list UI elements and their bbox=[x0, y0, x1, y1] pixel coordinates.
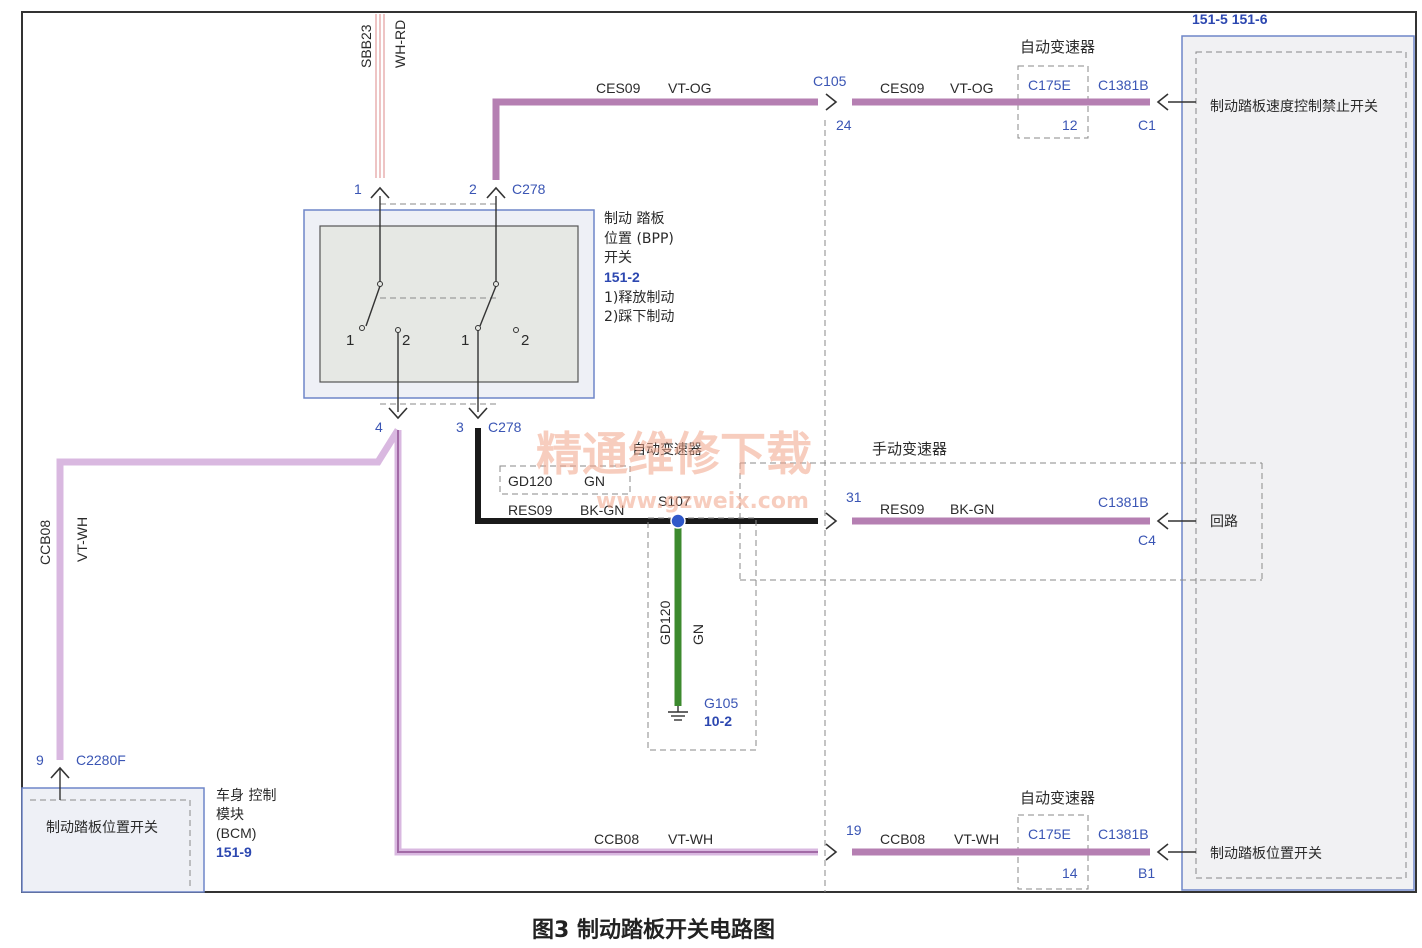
bpp-contact-2b: 2 bbox=[521, 332, 529, 349]
bpp-name-line2: 位置 (BPP) bbox=[604, 231, 674, 247]
bpp-name-line3: 开关 bbox=[604, 250, 632, 266]
ces-left-color: VT-OG bbox=[668, 80, 712, 96]
pcm-b1-mark bbox=[1156, 843, 1169, 861]
bcm-connector: C2280F bbox=[76, 752, 126, 768]
manual-title-right: 手动变速器 bbox=[872, 440, 947, 458]
bcm-ref: 151-9 bbox=[216, 844, 252, 860]
figure-caption: 图3 制动踏板开关电路图 bbox=[532, 917, 775, 943]
pcm-func-brake-speed: 制动踏板速度控制禁止开关 bbox=[1210, 99, 1378, 115]
bpp-note2: 2)踩下制动 bbox=[604, 309, 674, 325]
mid-pcm-conn: C1381B bbox=[1098, 494, 1149, 510]
auto-trans-top-pcm-conn: C1381B bbox=[1098, 77, 1149, 93]
bpp-ref: 151-2 bbox=[604, 269, 640, 285]
ground-ref: 10-2 bbox=[704, 713, 732, 729]
connector-c278-top bbox=[370, 186, 506, 199]
manual-gd-color: GN bbox=[584, 473, 605, 489]
ground-symbol bbox=[668, 706, 688, 721]
auto-trans-top-pcm-pin: C1 bbox=[1138, 117, 1156, 133]
c105-label: C105 bbox=[813, 73, 847, 89]
auto-trans-bottom-pin: 14 bbox=[1062, 865, 1078, 881]
supply-wire-sbb23 bbox=[375, 14, 385, 178]
c105-pin24-mark bbox=[825, 93, 838, 111]
bpp-contact-2a: 2 bbox=[402, 332, 410, 349]
pcm-c4-mark bbox=[1156, 512, 1169, 530]
wire-ccb08-left bbox=[56, 428, 401, 760]
gd-wire-circuit: GD120 bbox=[657, 600, 673, 645]
res-right-color: BK-GN bbox=[950, 501, 994, 517]
bcm-func: 制动踏板位置开关 bbox=[46, 820, 158, 836]
pin-4: 4 bbox=[375, 419, 383, 435]
pin-3: 3 bbox=[456, 419, 464, 435]
bcm-name-line1: 车身 控制 bbox=[216, 787, 276, 804]
pcm-c1-mark bbox=[1156, 93, 1169, 111]
supply-circuit-label: SBB23 bbox=[358, 24, 374, 68]
gd-wire-color: GN bbox=[690, 624, 706, 645]
wire-ccb08-bottom-overlay bbox=[397, 430, 818, 853]
auto-trans-bottom-title: 自动变速器 bbox=[1020, 789, 1095, 807]
wire-res09 bbox=[475, 428, 818, 524]
res-right-circuit: RES09 bbox=[880, 501, 925, 517]
pcm-ref: 151-5 151-6 bbox=[1192, 11, 1268, 27]
res-left-color: BK-GN bbox=[580, 502, 624, 518]
auto-trans-top-conn: C175E bbox=[1028, 77, 1071, 93]
watermark-cn: 精通维修下载 bbox=[536, 427, 812, 481]
bcm-pin: 9 bbox=[36, 752, 44, 768]
splice-label: S107 bbox=[658, 493, 691, 509]
ccb-left-color: VT-WH bbox=[74, 517, 90, 562]
bpp-switch-box bbox=[303, 196, 595, 412]
pcm-func-bpp: 制动踏板位置开关 bbox=[1210, 846, 1322, 862]
manual-title-left: 自动变速器 bbox=[632, 442, 702, 458]
auto-trans-bottom-pcm-pin: B1 bbox=[1138, 865, 1155, 881]
ces-left-circuit: CES09 bbox=[596, 80, 641, 96]
auto-trans-bottom-conn: C175E bbox=[1028, 826, 1071, 842]
auto-trans-bottom-pcm-conn: C1381B bbox=[1098, 826, 1149, 842]
auto-trans-top-pin: 12 bbox=[1062, 117, 1078, 133]
bcm-module bbox=[21, 766, 205, 893]
ccb-right-color: VT-WH bbox=[954, 831, 999, 847]
pin4-mark bbox=[388, 407, 408, 420]
bcm-name-line2: 模块 bbox=[216, 807, 244, 823]
c105-pin31-mark bbox=[825, 512, 838, 530]
c105-pin19-mark bbox=[825, 843, 838, 861]
ground-label: G105 bbox=[704, 695, 738, 711]
pin-1: 1 bbox=[354, 181, 362, 197]
auto-trans-top-title: 自动变速器 bbox=[1020, 38, 1095, 56]
pcm-func-loop: 回路 bbox=[1210, 514, 1238, 530]
mid-pcm-pin: C4 bbox=[1138, 532, 1156, 548]
supply-color-label: WH-RD bbox=[392, 20, 408, 68]
pin-2: 2 bbox=[469, 181, 477, 197]
wire-ces09 bbox=[492, 98, 818, 180]
c278-top-label: C278 bbox=[512, 181, 546, 197]
bcm-name-line3: (BCM) bbox=[216, 825, 256, 841]
watermark-url: www.gzweix.com bbox=[596, 489, 809, 514]
pin3-mark bbox=[468, 407, 488, 420]
c105-pin31: 31 bbox=[846, 489, 862, 505]
splice-s107 bbox=[670, 513, 686, 529]
bpp-name-line1: 制动 踏板 bbox=[604, 211, 664, 227]
bpp-contact-1a: 1 bbox=[346, 332, 354, 349]
ccb-bottom-color: VT-WH bbox=[668, 831, 713, 847]
bpp-contact-1b: 1 bbox=[461, 332, 469, 349]
pcm-module: 151-5 151-6 制动踏板速度控制禁止开关 回路 制动踏板位置开关 bbox=[1181, 11, 1415, 891]
ccb-bottom-circuit: CCB08 bbox=[594, 831, 639, 847]
c105-pin24: 24 bbox=[836, 117, 852, 133]
ccb-right-circuit: CCB08 bbox=[880, 831, 925, 847]
manual-gd-circuit: GD120 bbox=[508, 473, 553, 489]
ccb-left-circuit: CCB08 bbox=[37, 520, 53, 565]
c278-bottom-label: C278 bbox=[488, 419, 522, 435]
ces-right-circuit: CES09 bbox=[880, 80, 925, 96]
ces-right-color: VT-OG bbox=[950, 80, 994, 96]
bpp-note1: 1)释放制动 bbox=[604, 290, 674, 306]
res-left-circuit: RES09 bbox=[508, 502, 553, 518]
c105-pin19: 19 bbox=[846, 822, 862, 838]
